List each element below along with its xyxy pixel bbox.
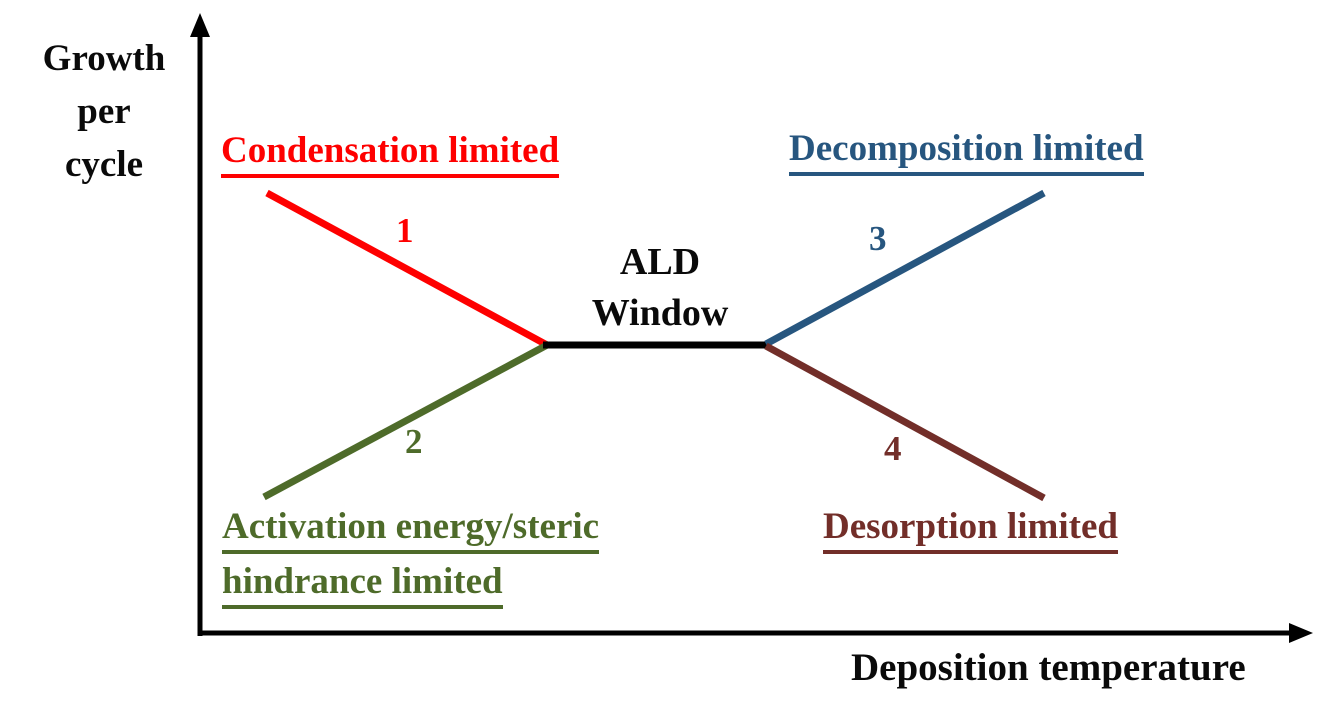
activation-limited-label: Activation energy/steric hindrance limit… [222, 506, 600, 616]
condensation-line-number: 1 [396, 211, 414, 250]
desorption-line [764, 342, 1046, 502]
activation-limited-text-line2: hindrance limited [222, 561, 503, 609]
x-axis-label: Deposition temperature [851, 646, 1246, 689]
activation-line [262, 340, 551, 501]
decomposition-line-number: 3 [869, 219, 887, 258]
desorption-line-number: 4 [884, 429, 902, 468]
condensation-line [265, 189, 549, 349]
y-axis-arrowhead [190, 13, 210, 37]
decomposition-limited-text: Decomposition limited [789, 128, 1144, 176]
x-axis-arrowhead [1289, 623, 1313, 643]
y-axis-label-line2: per [77, 91, 131, 132]
activation-line-number: 2 [405, 422, 423, 461]
ald-window-label-line1: ALD [619, 241, 701, 283]
ald-window-label-line2: Window [591, 292, 729, 334]
y-axis-label-line3: cycle [64, 144, 144, 185]
decomposition-limited-label: Decomposition limited [789, 128, 1144, 176]
desorption-limited-text: Desorption limited [823, 506, 1118, 554]
decomposition-line [764, 189, 1046, 348]
condensation-limited-text: Condensation limited [221, 130, 560, 178]
condensation-limited-label: Condensation limited [221, 130, 560, 178]
activation-limited-text-line1: Activation energy/steric [222, 506, 600, 554]
y-axis-label-line1: Growth [42, 38, 166, 79]
y-axis-label: Growth per cycle [16, 32, 192, 191]
desorption-limited-label: Desorption limited [823, 506, 1118, 554]
ald-window-label: ALD Window [560, 237, 760, 339]
